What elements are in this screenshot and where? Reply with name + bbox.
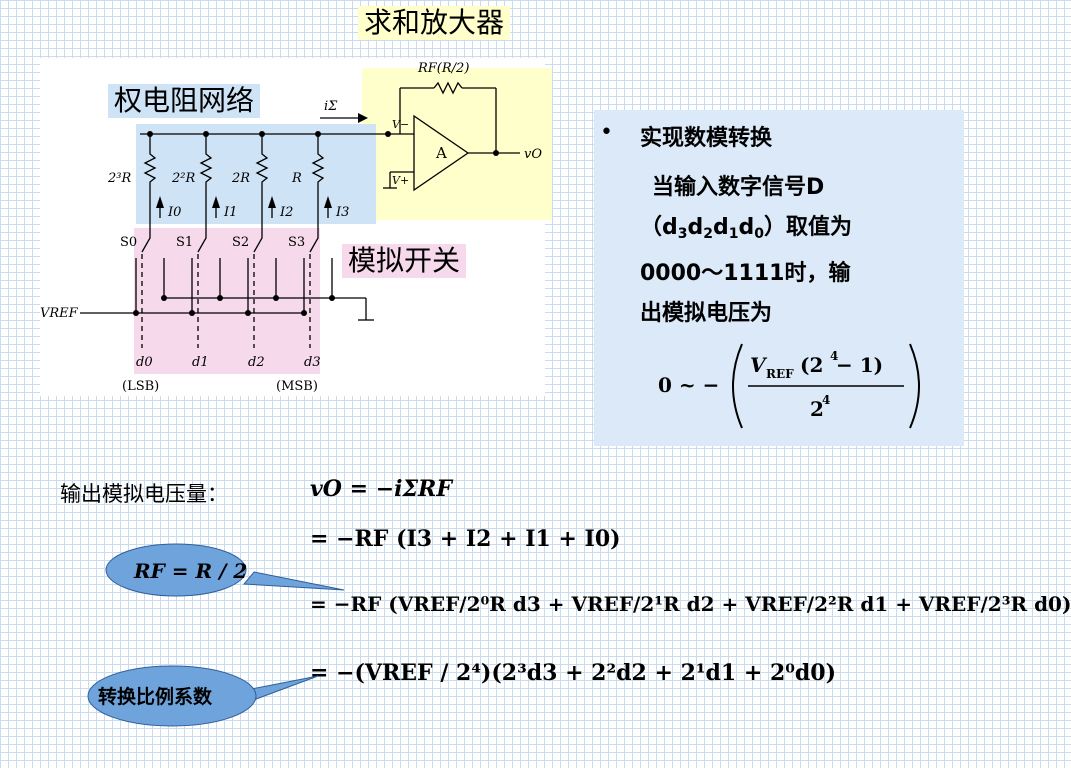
current-label-0: I0 bbox=[167, 205, 181, 220]
current-label-3: I3 bbox=[335, 205, 349, 220]
equation-line-3: = −RF (VREF/2⁰R d3 + VREF/2¹R d2 + VREF/… bbox=[310, 592, 1071, 616]
current-sum-label: iΣ bbox=[324, 99, 338, 114]
input-label-1: d1 bbox=[192, 355, 209, 370]
feedback-resistor-label: RF(R/2) bbox=[417, 61, 469, 76]
resistor-label-3: R bbox=[291, 171, 302, 186]
equation-line-1: vO = −iΣRF bbox=[310, 476, 452, 502]
summing-amp-region bbox=[362, 68, 552, 220]
switch-region bbox=[134, 228, 320, 374]
resistor-network-region bbox=[136, 124, 376, 224]
range-num-exp: 4 bbox=[830, 349, 838, 363]
current-label-2: I2 bbox=[279, 205, 293, 220]
msb-label: (MSB) bbox=[276, 379, 318, 394]
output-range-formula: 0 ~ − V REF (2 4 − 1) 2 4 bbox=[658, 343, 920, 429]
range-den-exp: 4 bbox=[822, 393, 830, 407]
current-label-1: I1 bbox=[223, 205, 237, 220]
range-prefix: 0 ~ − bbox=[658, 373, 719, 397]
equation-label: 输出模拟电压量： bbox=[60, 482, 228, 506]
switch-label-0: S0 bbox=[120, 235, 137, 250]
right-paren bbox=[909, 343, 920, 429]
left-paren bbox=[732, 343, 743, 429]
dac-circuit-diagram: RF(R/2) iΣ A V− V+ vO 2³R 2²R 2R R I0 I1… bbox=[40, 58, 552, 396]
range-num-end: − 1) bbox=[836, 353, 883, 377]
resistor-label-2: 2R bbox=[231, 171, 250, 186]
range-vref-sub: REF bbox=[766, 367, 794, 381]
equation-line-2: = −RF (I3 + I2 + I1 + I0) bbox=[310, 526, 621, 552]
bullet-marker: • bbox=[600, 120, 613, 145]
resistor-2-3R bbox=[143, 134, 157, 218]
v-minus-label: V− bbox=[392, 118, 409, 131]
rf-callout-text: RF = R / 2 bbox=[133, 559, 247, 583]
input-label-0: d0 bbox=[136, 355, 153, 370]
analog-switch-label: 模拟开关 bbox=[342, 244, 467, 278]
switch-label-3: S3 bbox=[288, 235, 305, 250]
bullet-line-2: （d3d2d1d0）取值为 bbox=[640, 215, 853, 242]
input-label-3: d3 bbox=[304, 355, 321, 370]
rf-callout: RF = R / 2 bbox=[105, 543, 345, 597]
weighted-network-label: 权电阻网络 bbox=[108, 84, 261, 118]
vref-label: VREF bbox=[40, 306, 79, 321]
range-vref: V bbox=[750, 353, 768, 377]
switch-label-1: S1 bbox=[176, 235, 193, 250]
resistor-label-0: 2³R bbox=[107, 171, 131, 186]
bullet-panel bbox=[594, 110, 964, 446]
slide-title: 求和放大器 bbox=[358, 6, 511, 40]
output-label: vO bbox=[524, 147, 542, 162]
ratio-callout-text: 转换比例系数 bbox=[98, 685, 213, 708]
resistor-R bbox=[311, 134, 325, 218]
equation-line-4: = −(VREF / 2⁴)(2³d3 + 2²d2 + 2¹d1 + 2⁰d0… bbox=[310, 660, 836, 686]
lsb-label: (LSB) bbox=[122, 379, 159, 394]
opamp-triangle bbox=[413, 114, 470, 192]
v-plus-label: V+ bbox=[392, 174, 409, 187]
bullet-body: 当输入数字信号D （d3d2d1d0）取值为 0000～1111时，输 出模拟电… bbox=[640, 168, 950, 334]
range-den: 2 bbox=[810, 397, 824, 421]
resistor-label-1: 2²R bbox=[171, 171, 195, 186]
input-label-2: d2 bbox=[248, 355, 265, 370]
bullet-heading: 实现数模转换 bbox=[640, 126, 773, 151]
switch-label-2: S2 bbox=[232, 235, 249, 250]
resistor-2-2R bbox=[199, 134, 213, 218]
bullet-line-4: 出模拟电压为 bbox=[640, 301, 773, 326]
ratio-callout: 转换比例系数 bbox=[87, 665, 319, 727]
resistor-2R bbox=[255, 134, 269, 218]
opamp-label: A bbox=[435, 144, 447, 162]
bullet-line-1: 当输入数字信号D bbox=[652, 175, 825, 200]
bullet-line-3: 0000～1111时，输 bbox=[640, 261, 851, 286]
range-num: (2 bbox=[800, 353, 823, 377]
